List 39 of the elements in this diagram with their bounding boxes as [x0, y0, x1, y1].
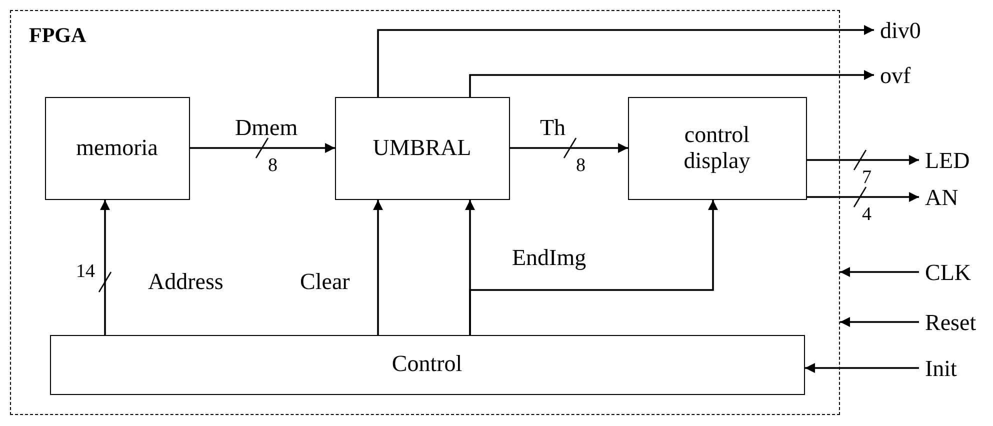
edge-label: EndImg: [512, 246, 586, 269]
fpga-boundary: [10, 10, 840, 415]
fpga-title: FPGA: [29, 23, 86, 48]
arrow: [377, 25, 874, 97]
module-label: memoria: [76, 134, 158, 162]
edge-label: Address: [148, 270, 224, 293]
arrow: [373, 200, 383, 335]
bus-width: 4: [862, 205, 872, 224]
signal-name: CLK: [925, 260, 971, 286]
arrow: [807, 155, 919, 165]
edge-label: Dmem: [235, 116, 298, 139]
arrow: [469, 200, 718, 335]
arrow: [805, 363, 919, 373]
module-label: UMBRAL: [372, 134, 472, 162]
module-block: [50, 334, 804, 394]
bus-width: 14: [76, 262, 95, 281]
module-label: control display: [682, 122, 752, 174]
bus-width: 7: [862, 168, 872, 187]
arrow: [840, 267, 919, 277]
arrow: [807, 192, 919, 202]
module-block: [44, 96, 190, 200]
arrow: [469, 70, 874, 97]
signal-name: AN: [925, 184, 958, 212]
edge-label: Clear: [300, 270, 350, 293]
module-label: Control: [392, 351, 462, 378]
signal-name: Init: [925, 356, 957, 382]
module-block: [334, 96, 510, 200]
signal-name: ovf: [880, 62, 911, 90]
arrow: [840, 317, 919, 327]
edge-label: Th: [540, 116, 566, 139]
bus-width: 8: [576, 156, 586, 175]
signal-name: div0: [880, 18, 921, 44]
module-block: [628, 96, 806, 200]
arrow: [190, 143, 335, 153]
arrow: [100, 200, 110, 335]
signal-name: LED: [925, 148, 970, 174]
arrow: [510, 143, 628, 153]
bus-width: 8: [268, 156, 278, 175]
signal-name: Reset: [925, 310, 976, 336]
